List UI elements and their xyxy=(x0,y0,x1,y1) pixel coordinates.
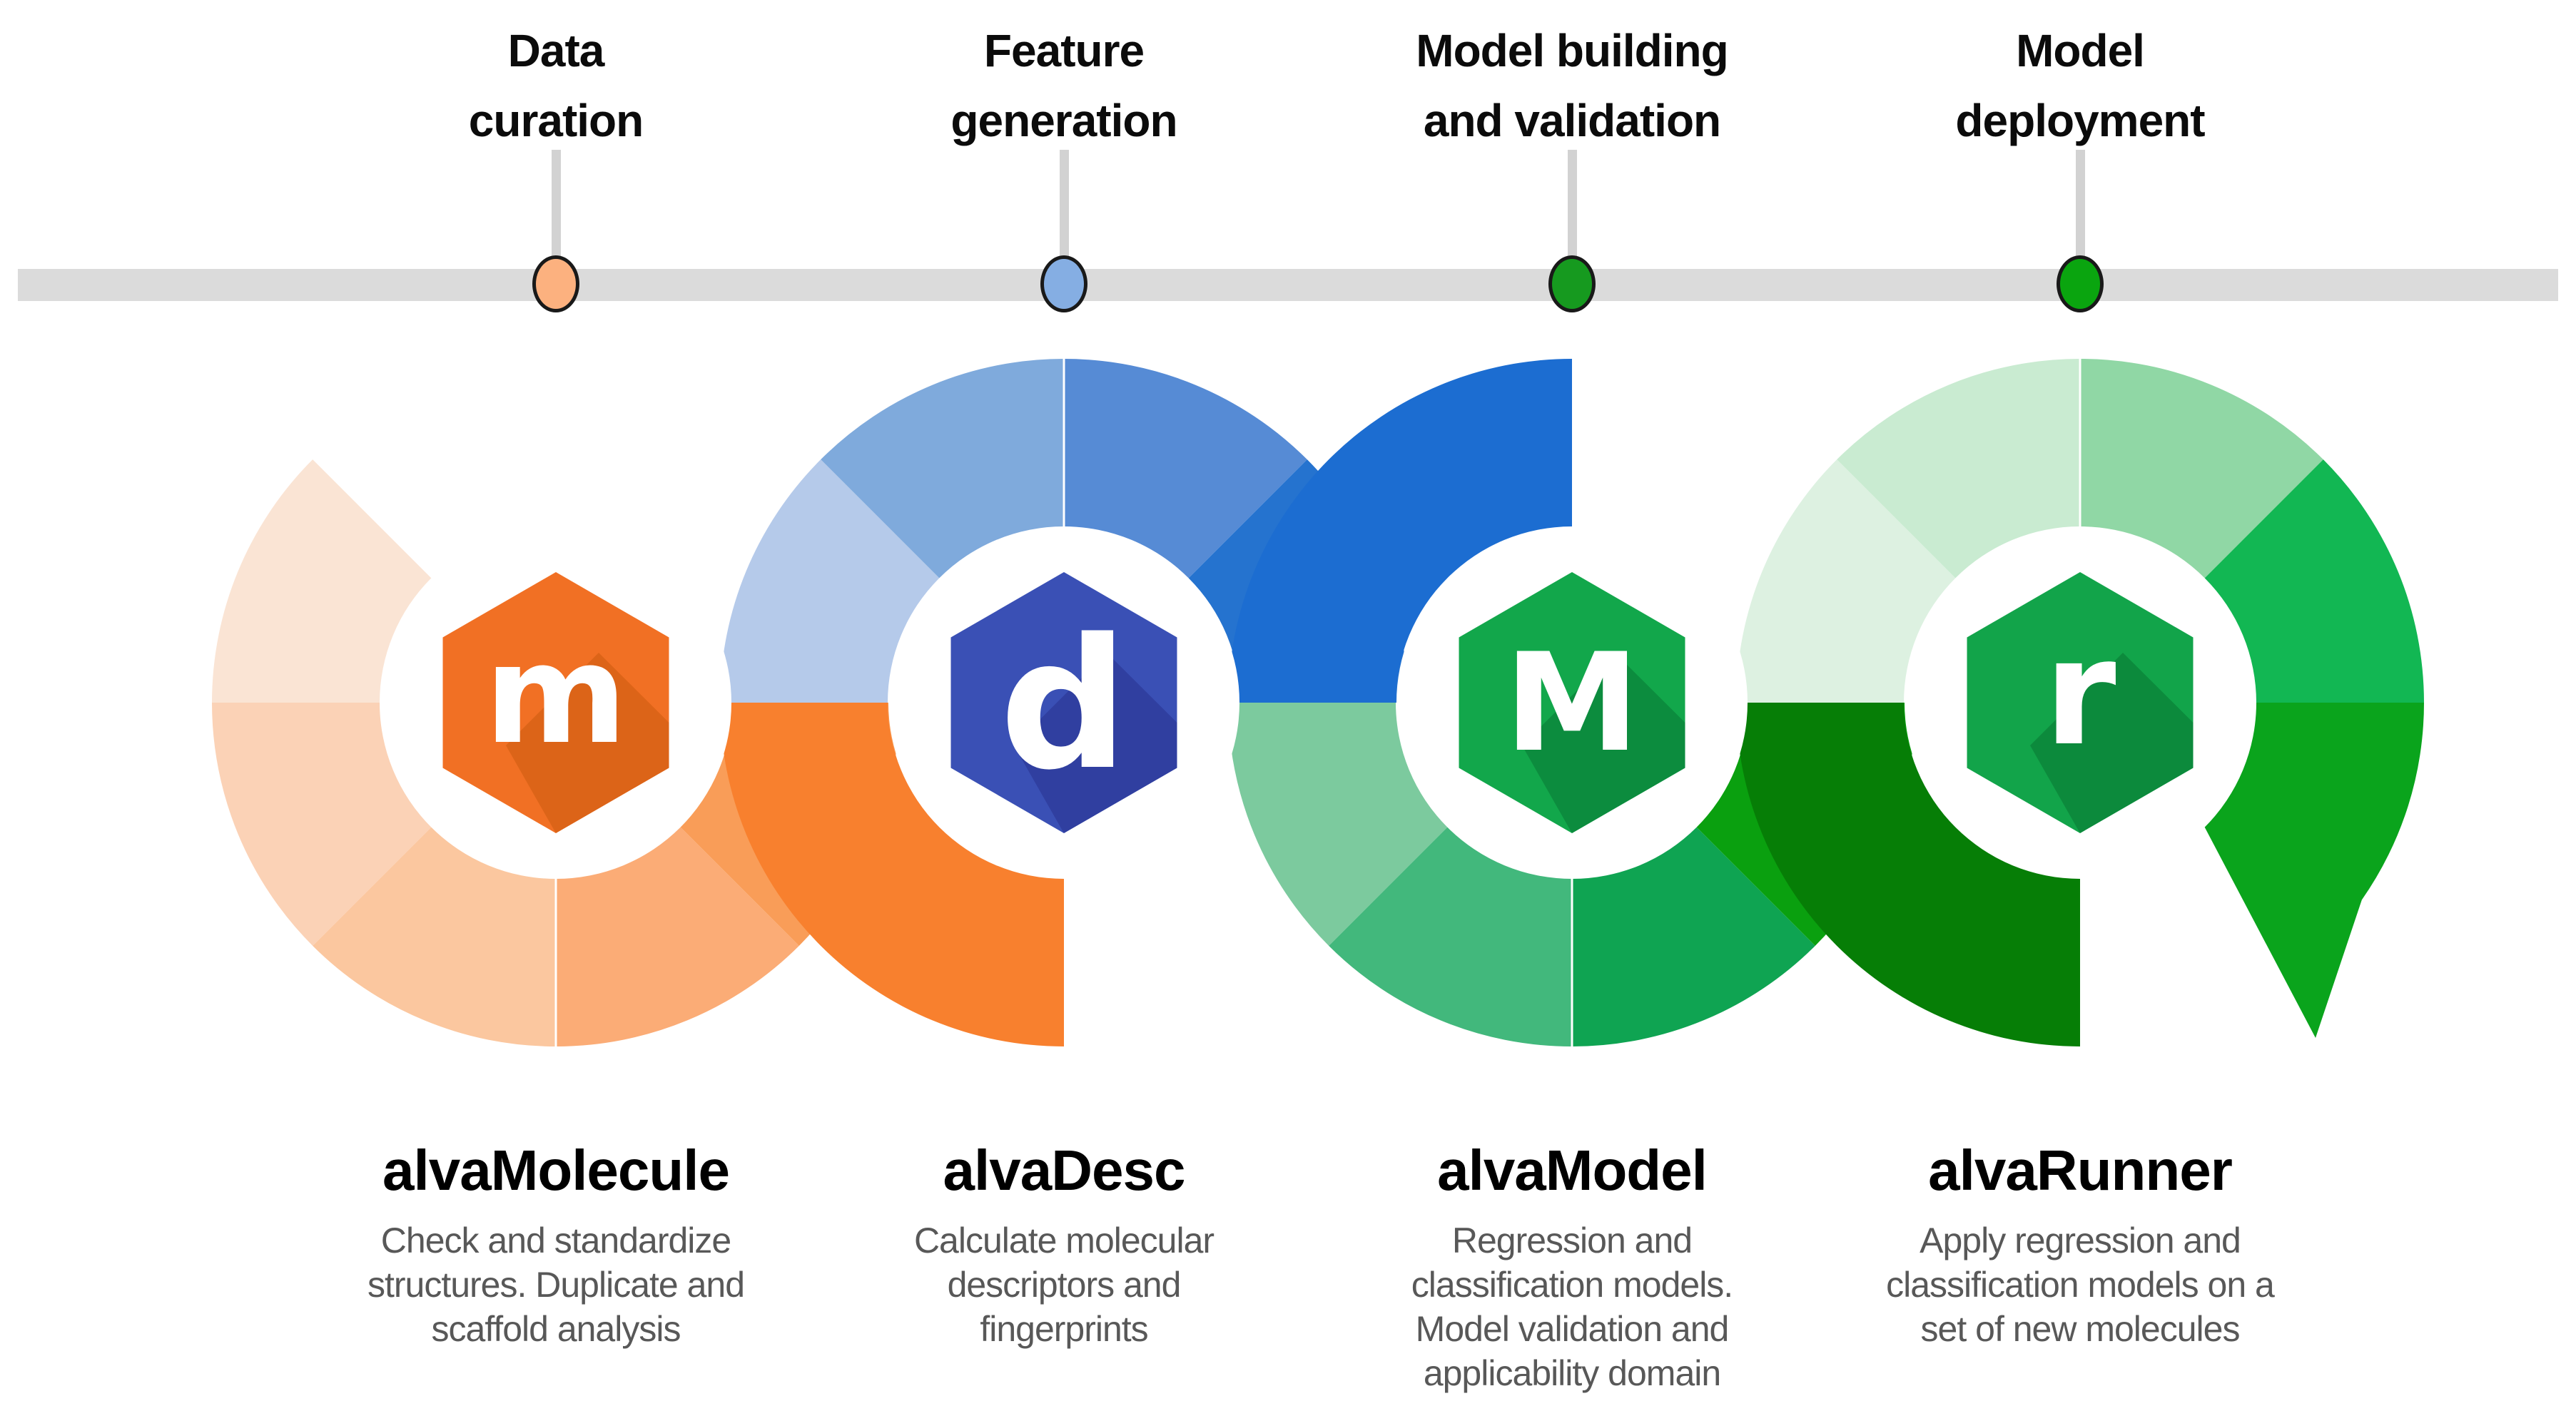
ring-segment-alvaDesc xyxy=(1064,359,1307,579)
stage-stem xyxy=(552,150,561,287)
hexagon-shadow xyxy=(1014,653,1177,833)
ring-segment-alvaModel xyxy=(1228,703,1448,946)
product-desc-alvamolecule: Check and standardize structures. Duplic… xyxy=(367,1221,745,1349)
stage-label-model-building: Model building and validation xyxy=(1416,25,1728,146)
hexagon-letter-r: r xyxy=(2044,608,2116,778)
product-title-alvamolecule: alvaMolecule xyxy=(382,1138,730,1202)
stage-label-feature-generation: Feature generation xyxy=(950,25,1177,146)
ring-segment-alvaRunner xyxy=(1837,359,2080,579)
product-title-alvamodel: alvaModel xyxy=(1437,1138,1708,1202)
hexagon-letter-d: d xyxy=(1000,601,1128,810)
stage-label-data-curation: Data curation xyxy=(468,25,644,146)
stage-stem xyxy=(1060,150,1069,287)
ring-segment-alvaModel xyxy=(1572,827,1815,1046)
hexagon-shadow xyxy=(2030,653,2194,833)
ring-segment-alvaDesc xyxy=(719,459,940,703)
stage-stem xyxy=(1568,150,1577,287)
stage-marker-feature-generation xyxy=(1040,255,1087,312)
ring-segment-alvaDesc xyxy=(821,359,1064,579)
ring-segment-alvaRunner xyxy=(1736,459,1956,703)
hexagon-letter-M: M xyxy=(1504,624,1639,782)
hexagon-letter-m: m xyxy=(485,616,627,775)
ring-segment-alvaMolecule xyxy=(313,827,556,1046)
ring-segment-alvaDesc xyxy=(720,703,1064,1046)
stage-stem xyxy=(2076,150,2085,287)
ring-segment-alvaRunner xyxy=(1736,703,2080,1046)
hexagon-shadow xyxy=(506,653,669,833)
product-desc-alvarunner: Apply regression and classification mode… xyxy=(1886,1221,2275,1349)
ring-segment-alvaRunner xyxy=(2204,459,2424,703)
product-title-alvadesc: alvaDesc xyxy=(943,1138,1186,1202)
stage-marker-model-building xyxy=(1548,255,1596,312)
stage-label-model-deployment: Model deployment xyxy=(1955,25,2205,146)
stage-marker-model-deployment xyxy=(2057,255,2104,312)
ring-segment-alvaMolecule xyxy=(212,703,432,946)
product-desc-alvamodel: Regression and classification models. Mo… xyxy=(1411,1221,1733,1393)
ring-segment-alvaRunner xyxy=(2080,359,2323,579)
ring-tail-alvaRunner xyxy=(2204,703,2424,1038)
hexagon-shadow xyxy=(1522,653,1685,833)
stage-marker-data-curation xyxy=(532,255,579,312)
product-title-alvarunner: alvaRunner xyxy=(1928,1138,2233,1202)
ring-segment-alvaMolecule xyxy=(212,459,432,703)
ring-segment-alvaMolecule xyxy=(556,827,799,1046)
timeline-bar xyxy=(18,269,2558,301)
ring-segment-alvaModel xyxy=(1228,359,1572,703)
ring-segment-alvaModel xyxy=(1329,827,1572,1046)
product-desc-alvadesc: Calculate molecular descriptors and fing… xyxy=(913,1221,1215,1349)
